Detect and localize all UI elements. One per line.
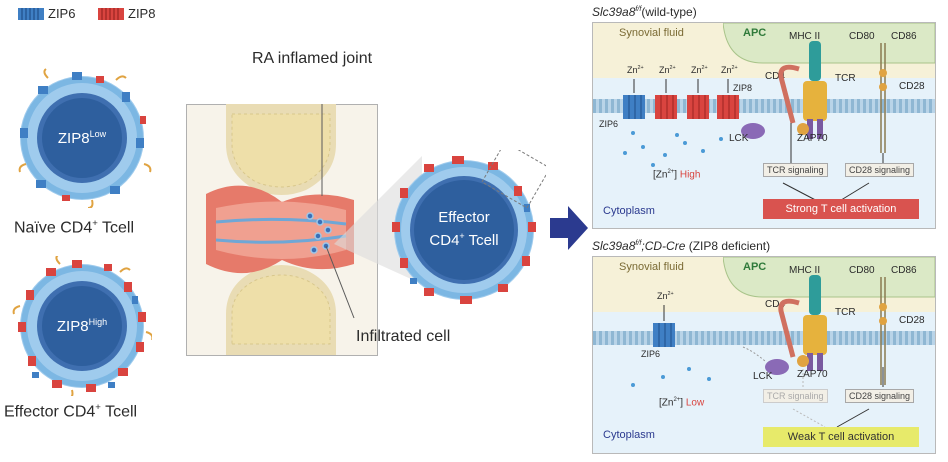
bottom-tcr-signaling: TCR signaling	[763, 389, 828, 403]
top-zip8-label: ZIP8	[733, 83, 753, 93]
bottom-zn-level: [Zn2+] Low	[659, 397, 705, 409]
bottom-zap70-label: ZAP70	[797, 369, 828, 380]
effector-cell-caption: Effector CD4+ Tcell	[4, 402, 138, 421]
top-lck-label: LCK	[729, 133, 749, 144]
effector-cell-center-diagram	[392, 150, 546, 304]
legend-zip8-icon	[98, 8, 124, 20]
top-cd28-signaling: CD28 signaling	[845, 163, 915, 177]
top-zn-label-4: Zn2+	[721, 65, 738, 75]
bottom-mhc-label: MHC II	[789, 265, 821, 276]
effector-cd4-tcell-diagram	[12, 256, 152, 396]
naive-cell-caption: Naïve CD4+ Tcell	[14, 218, 135, 237]
top-zip6-label: ZIP6	[599, 119, 619, 129]
bottom-cd28-signaling: CD28 signaling	[845, 389, 915, 403]
top-activation-box: Strong T cell activation	[763, 199, 919, 219]
top-cd80-label: CD80	[849, 31, 875, 42]
bottom-cytoplasm-label: Cytoplasm	[603, 429, 655, 441]
top-tcr-signaling: TCR signaling	[763, 163, 828, 177]
bottom-cd28-label: CD28	[899, 315, 925, 326]
top-zn-label-2: Zn2+	[659, 65, 676, 75]
top-cd28-label: CD28	[899, 81, 925, 92]
bottom-activation-box: Weak T cell activation	[763, 427, 919, 447]
top-cd4-label: CD4	[765, 71, 786, 82]
legend-zip6-icon	[18, 8, 44, 20]
legend-zip8-label: ZIP8	[128, 6, 156, 21]
bottom-panel: Synovial fluid APC MHC II CD80 CD86 CD4 …	[592, 256, 936, 454]
joint-title: RA inflamed joint	[252, 50, 373, 67]
bottom-lck-label: LCK	[753, 371, 773, 382]
ra-inflamed-joint-illustration	[186, 104, 378, 356]
top-apc-label: APC	[743, 27, 767, 39]
legend-zip6-label: ZIP6	[48, 6, 76, 21]
top-cytoplasm-label: Cytoplasm	[603, 205, 655, 217]
bottom-zip6-label: ZIP6	[641, 349, 661, 359]
top-zn-level: [Zn2+] High	[653, 169, 701, 181]
top-mhc-label: MHC II	[789, 31, 821, 42]
top-panel-title: Slc39a8f/f(wild-type)	[592, 4, 697, 19]
bottom-receptors-graphic	[631, 275, 887, 428]
naive-cell-label: ZIP8Low	[57, 129, 107, 147]
bottom-cd86-label: CD86	[891, 265, 917, 276]
top-transporters-graphic	[623, 79, 739, 167]
top-panel: Synovial fluid APC MHC II CD80 CD86 CD4 …	[592, 22, 936, 229]
bottom-zn-label: Zn2+	[657, 291, 674, 301]
bottom-apc-label: APC	[743, 261, 767, 273]
top-zn-label-1: Zn2+	[627, 65, 644, 75]
bottom-cd80-label: CD80	[849, 265, 875, 276]
bottom-panel-title: Slc39a8f/f;CD-Cre (ZIP8 deficient)	[592, 238, 771, 253]
top-cd86-label: CD86	[891, 31, 917, 42]
naive-cd4-tcell-diagram	[18, 68, 152, 208]
effector-center-label: Effector CD4+ Tcell	[429, 209, 499, 249]
top-receptors-graphic	[741, 41, 887, 206]
infiltrated-cell-label: Infiltrated cell	[356, 328, 451, 345]
bottom-cd4-label: CD4	[765, 299, 786, 310]
bottom-tcr-label: TCR	[835, 307, 856, 318]
effector-cell-label: ZIP8High	[56, 317, 108, 335]
top-synovial-label: Synovial fluid	[619, 27, 684, 39]
top-zn-label-3: Zn2+	[691, 65, 708, 75]
top-zap70-label: ZAP70	[797, 133, 828, 144]
bottom-synovial-label: Synovial fluid	[619, 261, 684, 273]
big-right-arrow-icon	[550, 206, 588, 250]
top-tcr-label: TCR	[835, 73, 856, 84]
